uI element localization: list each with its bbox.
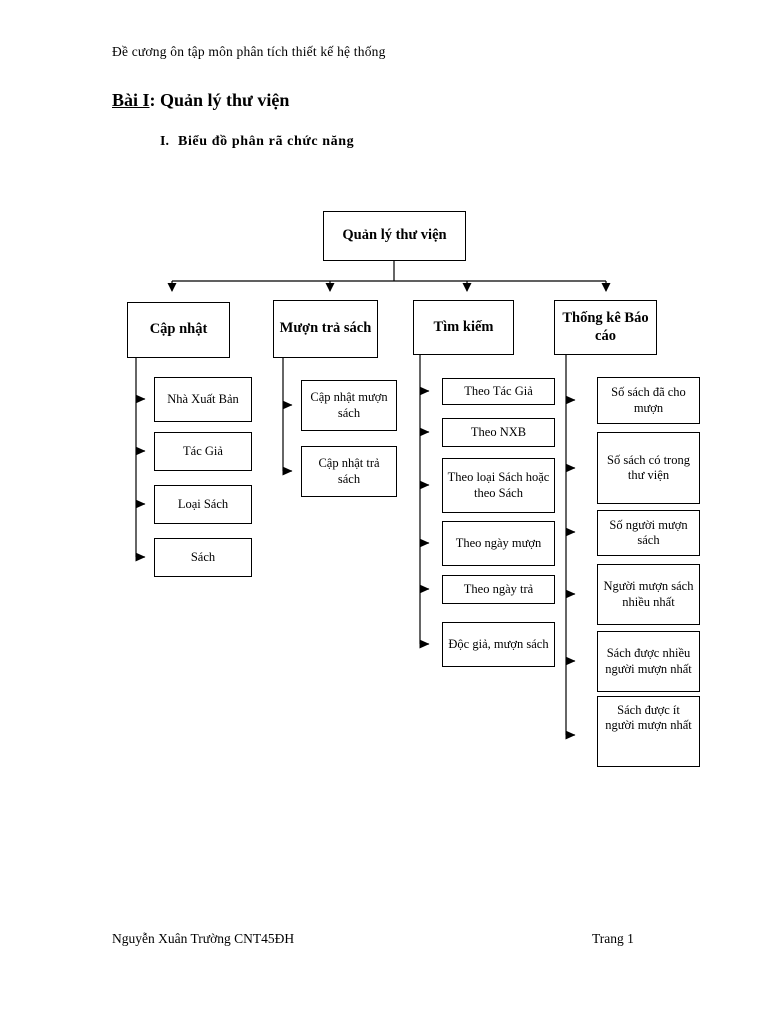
node-leaf-nguoi-muon-sach-nhieu-nhat[interactable]: Người mượn sách nhiều nhất — [597, 564, 700, 625]
node-leaf-theo-nxb[interactable]: Theo NXB — [442, 418, 555, 447]
node-root[interactable]: Quản lý thư viện — [323, 211, 466, 261]
node-leaf-sach[interactable]: Sách — [154, 538, 252, 577]
node-leaf-sach-duoc-it-nguoi-muon-nhat[interactable]: Sách được ít người mượn nhất — [597, 696, 700, 767]
node-leaf-doc-gia-muon-sach[interactable]: Độc giả, mượn sách — [442, 622, 555, 667]
node-branch-tim-kiem[interactable]: Tìm kiếm — [413, 300, 514, 355]
node-leaf-nha-xuat-ban[interactable]: Nhà Xuất Bản — [154, 377, 252, 422]
footer-page-number: Trang 1 — [592, 931, 634, 946]
page-title: Bài I: Quản lý thư viện — [112, 90, 289, 111]
node-leaf-tac-gia[interactable]: Tác Giả — [154, 432, 252, 471]
node-leaf-theo-tac-gia[interactable]: Theo Tác Giả — [442, 378, 555, 405]
section-number: I. — [160, 134, 169, 149]
node-branch-thong-ke-bao-cao[interactable]: Thống kê Báo cáo — [554, 300, 657, 355]
node-leaf-cap-nhat-muon-sach[interactable]: Cập nhật mượn sách — [301, 380, 397, 431]
node-leaf-sach-duoc-nhieu-nguoi-muon-nhat[interactable]: Sách được nhiều người mượn nhất — [597, 631, 700, 692]
section-title: Biểu đồ phân rã chức năng — [178, 134, 355, 149]
node-leaf-so-sach-da-cho-muon[interactable]: Số sách đã cho mượn — [597, 377, 700, 424]
node-leaf-so-nguoi-muon-sach[interactable]: Số người mượn sách — [597, 510, 700, 556]
node-leaf-theo-ngay-tra[interactable]: Theo ngày trả — [442, 575, 555, 604]
footer-author: Nguyễn Xuân Trường CNT45ĐH — [112, 931, 295, 946]
node-leaf-loai-sach[interactable]: Loại Sách — [154, 485, 252, 524]
node-branch-muon-tra-sach[interactable]: Mượn trả sách — [273, 300, 378, 358]
node-leaf-so-sach-co-trong-thu-vien[interactable]: Số sách có trong thư viện — [597, 432, 700, 504]
node-branch-cap-nhat[interactable]: Cập nhật — [127, 302, 230, 358]
node-leaf-theo-loai-sach[interactable]: Theo loại Sách hoặc theo Sách — [442, 458, 555, 513]
document-subtitle: Đề cương ôn tập môn phân tích thiết kế h… — [112, 44, 386, 59]
heading-rest: : Quản lý thư viện — [149, 90, 290, 110]
node-leaf-theo-ngay-muon[interactable]: Theo ngày mượn — [442, 521, 555, 566]
heading-label: Bài I — [112, 90, 150, 110]
node-leaf-cap-nhat-tra-sach[interactable]: Cập nhật trả sách — [301, 446, 397, 497]
